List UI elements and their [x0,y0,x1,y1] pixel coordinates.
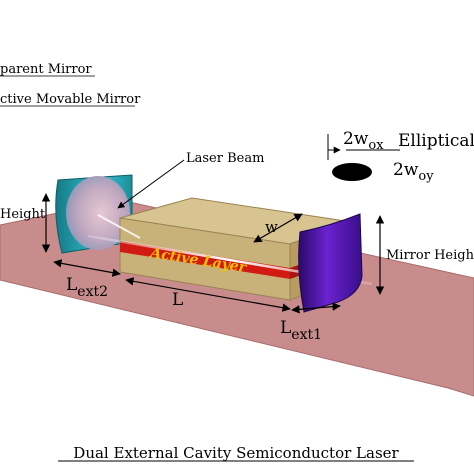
elliptical-beam-spot [332,163,372,181]
mirror-height-label: Mirror Heigh [386,248,474,263]
right-movable-mirror [298,213,363,313]
laser-beam-reflection [97,214,141,239]
elliptical-title: Elliptical [398,131,474,151]
height-left-label: Height [0,207,46,222]
laser-beam-label: Laser Beam [186,151,264,166]
lext2-label: Lext2 [66,275,108,300]
active-layer-front [120,241,290,279]
w-oy-label: 2woy [393,160,434,184]
length-arrow [125,277,291,312]
width-label: w [265,218,278,236]
legend-transparent-mirror: parent Mirror [0,62,92,77]
w-ox-label: 2wox [343,129,384,153]
laser-beam-pointer [117,159,185,209]
figure-caption: Dual External Cavity Semiconductor Laser [73,444,399,462]
lext1-arrow [291,302,341,314]
lext1-label: Lext1 [280,318,322,343]
legend-movable-mirror: ctive Movable Mirror [0,92,141,107]
left-mirror-lens [66,176,130,250]
width-arrow [253,213,303,243]
length-label: L [172,290,183,310]
lext2-arrow [53,259,121,277]
